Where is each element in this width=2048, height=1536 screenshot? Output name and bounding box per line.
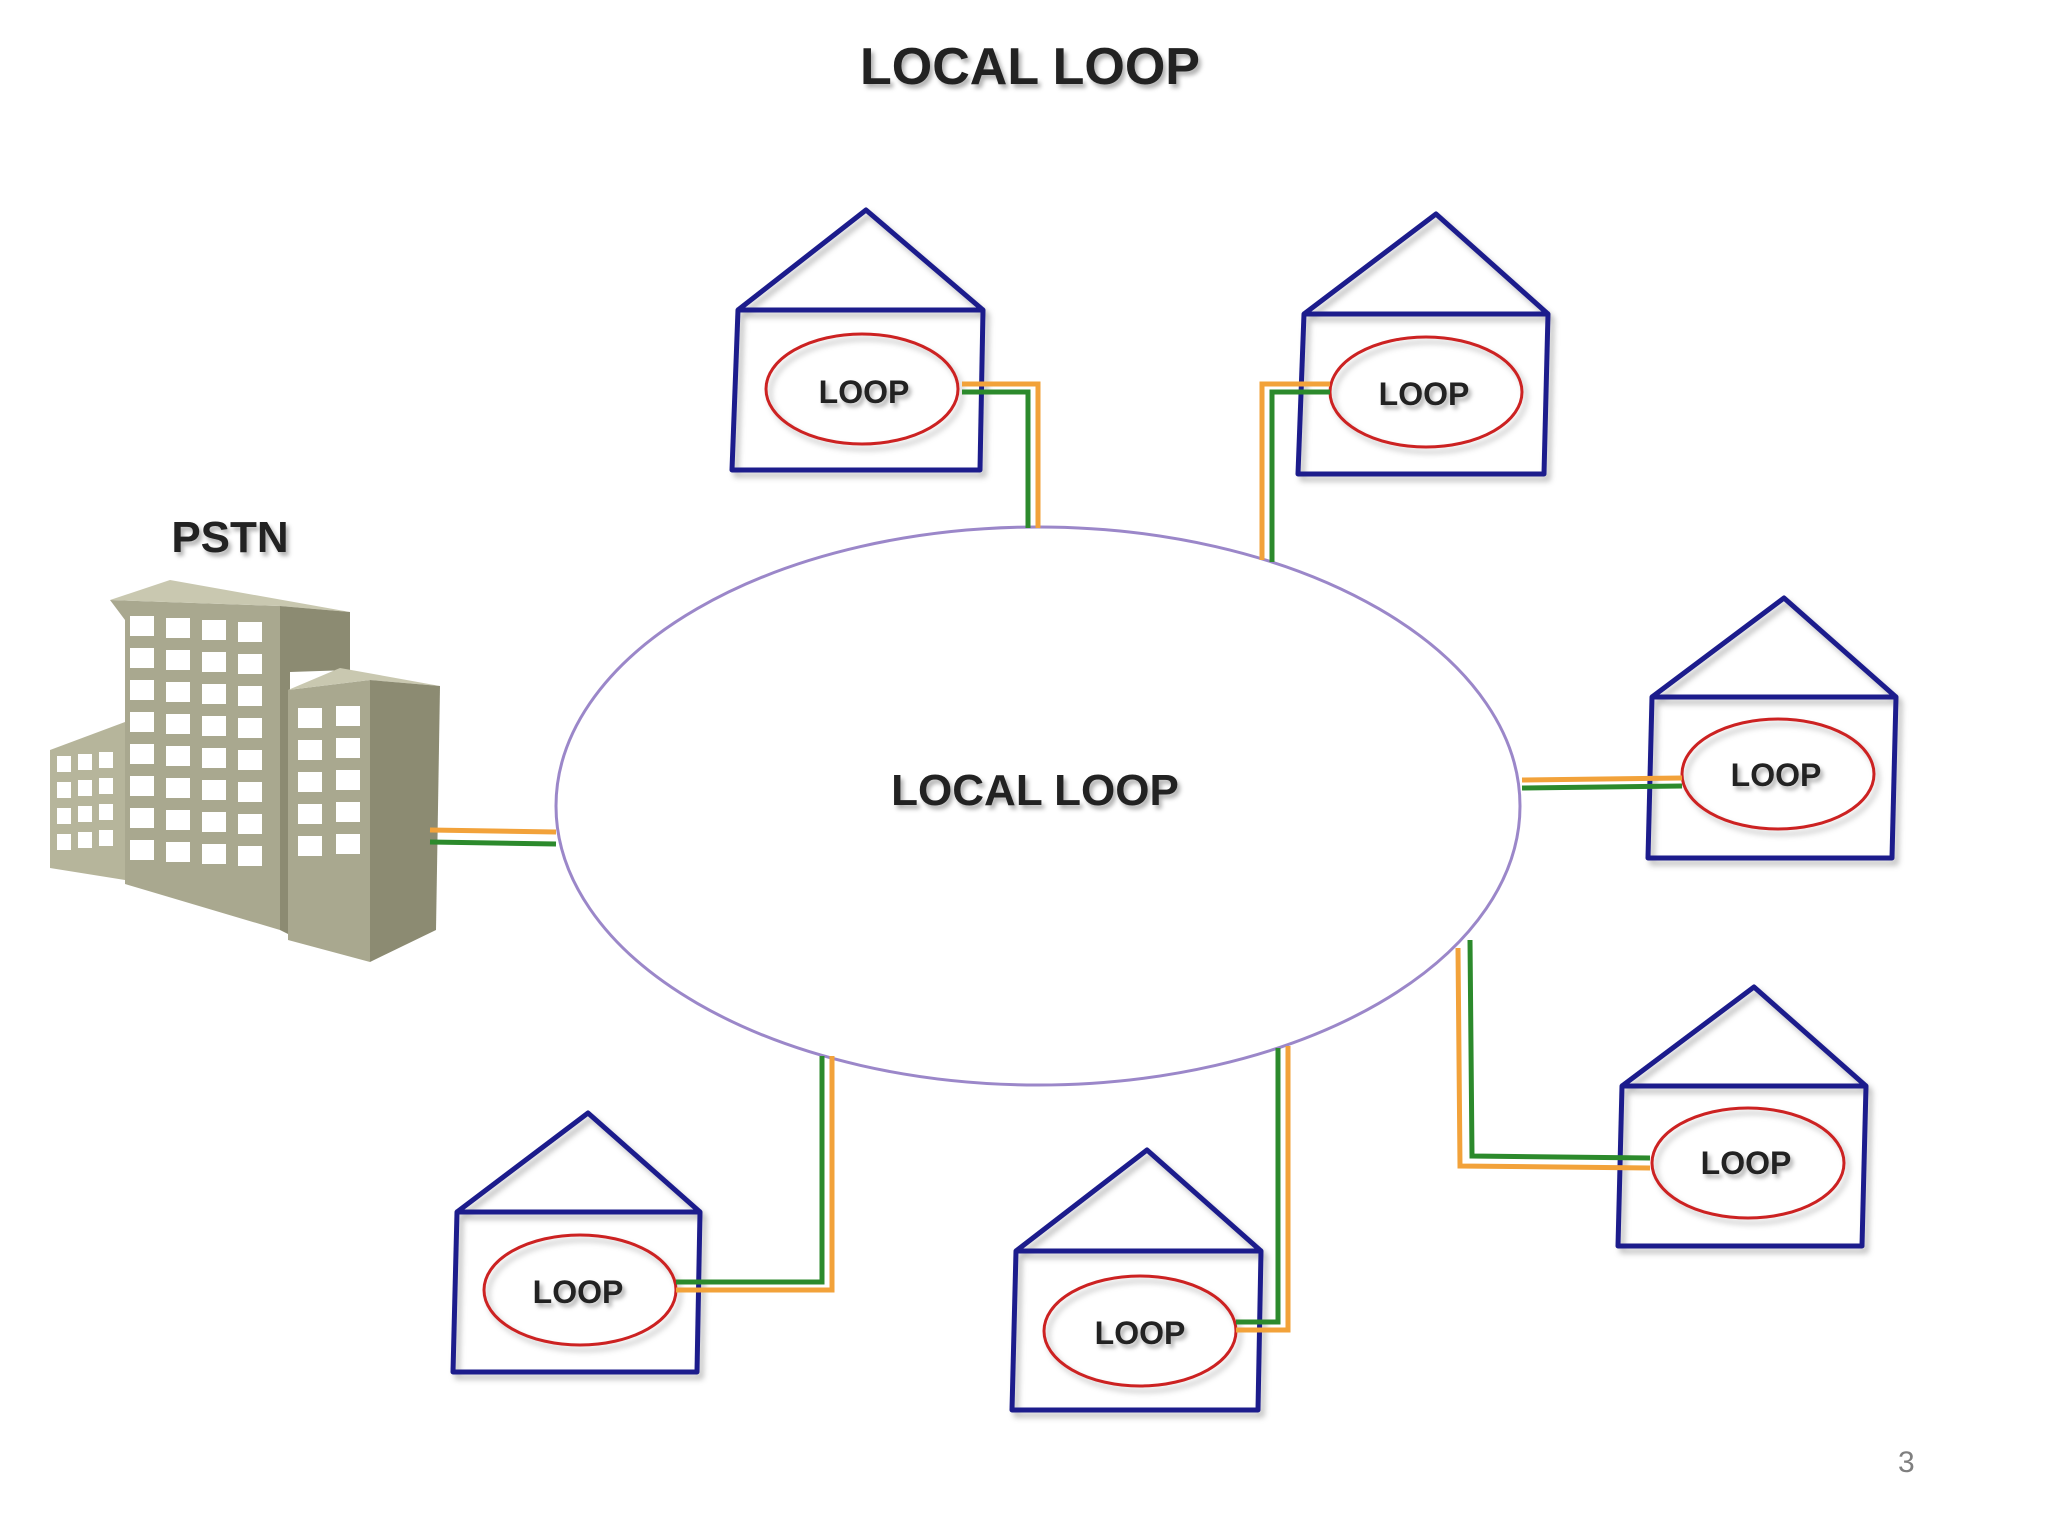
house-loop-label: LOOP bbox=[1379, 376, 1470, 412]
house-5-wire bbox=[1236, 1046, 1291, 1333]
pstn-connection-wire bbox=[429, 827, 557, 847]
house-loop-label: LOOP bbox=[1731, 757, 1822, 793]
house-loop-label: LOOP bbox=[819, 374, 910, 410]
house-6: LOOP bbox=[450, 1110, 703, 1375]
pstn-label: PSTN bbox=[171, 513, 288, 562]
house-3-wire bbox=[1521, 775, 1683, 791]
house-4: LOOP bbox=[1615, 984, 1869, 1249]
house-3: LOOP bbox=[1645, 595, 1899, 861]
house-6-wire bbox=[676, 1056, 835, 1293]
house-loop-label: LOOP bbox=[1095, 1315, 1186, 1351]
house-1: LOOP bbox=[729, 207, 986, 473]
house-2-wire bbox=[1259, 381, 1330, 562]
ring-label: LOCAL LOOP bbox=[891, 766, 1179, 815]
pstn-building-icon bbox=[50, 580, 440, 962]
house-2: LOOP bbox=[1295, 211, 1551, 477]
house-loop-label: LOOP bbox=[1701, 1145, 1792, 1181]
page-number: 3 bbox=[1898, 1446, 1915, 1479]
slide-title: LOCAL LOOP bbox=[860, 38, 1200, 96]
local-loop-ring: LOCAL LOOP bbox=[554, 525, 1522, 1087]
house-5: LOOP bbox=[1009, 1147, 1264, 1413]
house-1-wire bbox=[962, 381, 1041, 528]
house-loop-label: LOOP bbox=[533, 1274, 624, 1310]
house-4-wire bbox=[1455, 939, 1651, 1171]
